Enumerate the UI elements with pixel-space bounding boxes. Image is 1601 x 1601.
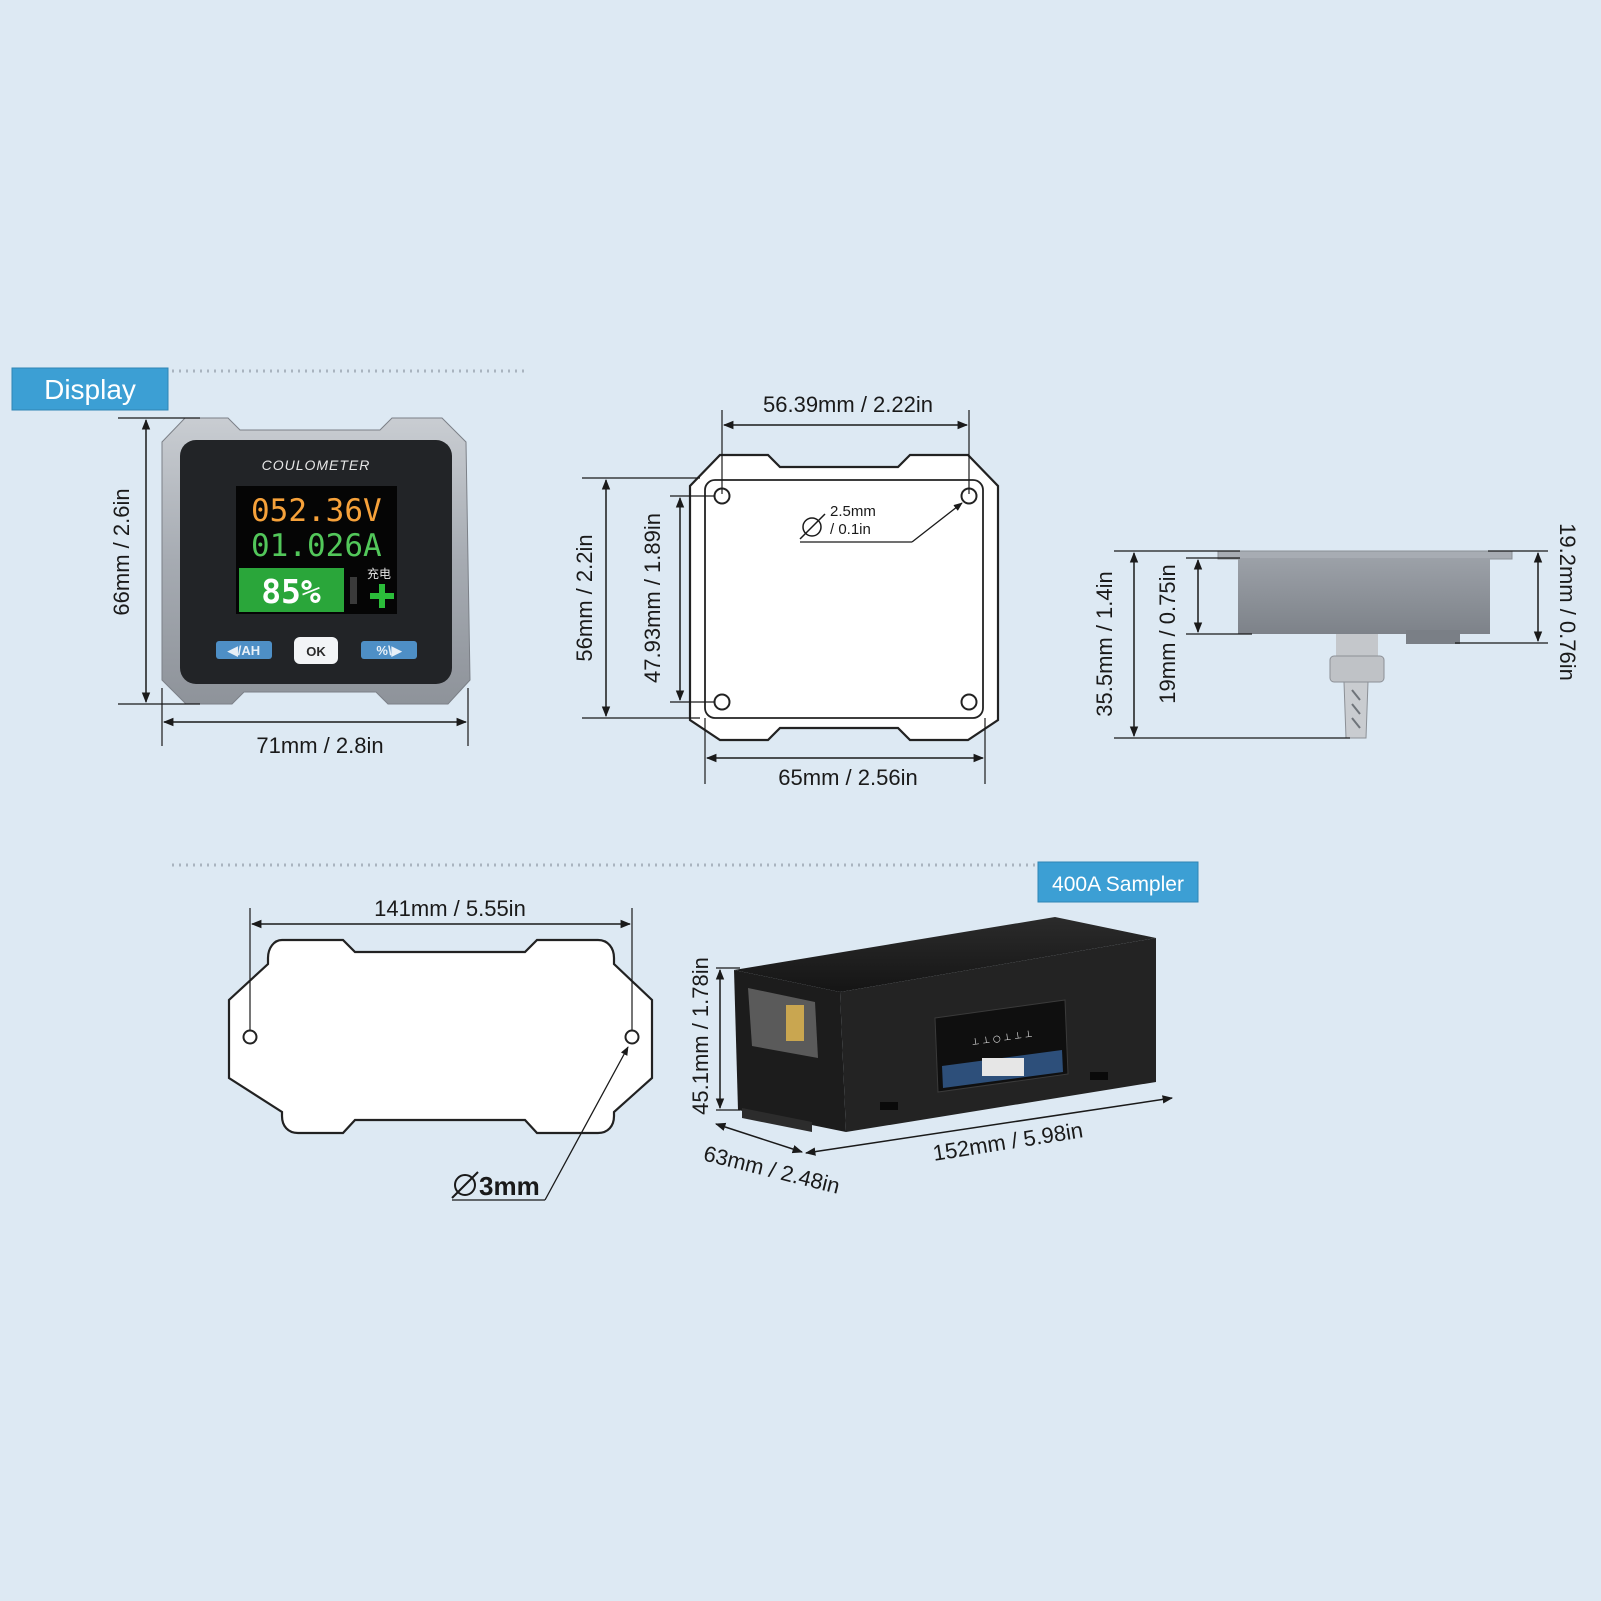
left-ah-button-label: ◀/AH (227, 643, 260, 658)
left-ah-button[interactable] (216, 641, 272, 659)
back-inner-height-label: 47.93mm / 1.89in (640, 513, 665, 683)
side-body-dimension: 19mm / 0.75in (1155, 557, 1252, 704)
sampler-width-dimension: 141mm / 5.55in (249, 896, 633, 1030)
voltage-readout: 052.36V (251, 493, 382, 529)
sampler-hole-callout: 3mm (451, 1046, 629, 1201)
side-total-label: 35.5mm / 1.4in (1092, 571, 1117, 717)
front-height-label: 66mm / 2.6in (109, 488, 134, 615)
current-readout: 01.026A (251, 528, 382, 564)
display-tag-text: Display (44, 374, 136, 405)
display-back-view: 2.5mm / 0.1in (688, 453, 1000, 742)
side-body-label: 19mm / 0.75in (1155, 564, 1180, 703)
sampler-outline-view (227, 938, 654, 1135)
ok-button[interactable] (294, 637, 338, 664)
back-outer-height-dimension: 56mm / 2.2in (572, 477, 700, 719)
side-total-dimension: 35.5mm / 1.4in (1092, 550, 1350, 739)
percent-right-button[interactable] (361, 641, 417, 659)
side-depth-label: 19.2mm / 0.76in (1555, 523, 1580, 681)
sampler-hole-label: 3mm (479, 1171, 540, 1201)
side-body (1238, 558, 1490, 634)
sampler-length-label: 152mm / 5.98in (931, 1117, 1085, 1165)
sampler-outline (227, 938, 654, 1135)
display-side-view (1217, 550, 1513, 739)
hole-diameter-callout: 2.5mm / 0.1in (799, 502, 963, 543)
side-connector-block (1406, 630, 1460, 644)
display-section-tag: Display (11, 367, 169, 411)
display-front-view: COULOMETER 052.36V 01.026A 85% 充电 ◀/AH O… (161, 417, 471, 705)
back-top-label: 56.39mm / 2.22in (763, 392, 933, 417)
mount-hole-bottom-left (713, 693, 731, 711)
sampler-hole-left (242, 1029, 258, 1045)
diameter-icon (454, 1174, 476, 1196)
back-outline (688, 453, 1000, 742)
side-flange (1217, 550, 1513, 560)
battery-terminal (350, 577, 357, 604)
sampler-box: ⊥ ⊥ ○ ⊥ ⊥ ⊥ (734, 917, 1156, 1132)
hole-diameter-in: / 0.1in (830, 521, 871, 538)
box-vent-2 (1090, 1072, 1108, 1080)
plus-icon (370, 584, 394, 608)
back-top-dimension: 56.39mm / 2.22in (721, 392, 970, 494)
charge-label: 充电 (367, 566, 391, 581)
battery-bar (239, 568, 344, 612)
box-top-face (734, 917, 1156, 992)
sampler-hole-right (624, 1029, 640, 1045)
sampler-tag-text: 400A Sampler (1052, 873, 1184, 896)
box-brass-terminal (786, 1005, 804, 1041)
sampler-height-dimension: 45.1mm / 1.78in (688, 957, 740, 1115)
back-bottom-dimension: 65mm / 2.56in (704, 718, 986, 790)
sampler-width-label: 141mm / 5.55in (374, 896, 526, 921)
hole-diameter-mm: 2.5mm (830, 503, 876, 520)
mount-hole-bottom-right (960, 693, 978, 711)
sampler-depth-label: 63mm / 2.48in (701, 1141, 842, 1199)
back-inner-outline (704, 479, 984, 719)
ok-button-label: OK (306, 644, 326, 659)
back-outer-height-label: 56mm / 2.2in (572, 534, 597, 661)
side-depth-dimension: 19.2mm / 0.76in (1455, 523, 1580, 681)
front-width-dimension: 71mm / 2.8in (161, 688, 469, 758)
front-width-label: 71mm / 2.8in (256, 733, 383, 758)
box-connector (982, 1058, 1024, 1076)
back-inner-height-dimension: 47.93mm / 1.89in (640, 495, 714, 703)
sampler-section-tag: 400A Sampler (1037, 861, 1199, 903)
sampler-depth-dimension: 63mm / 2.48in (701, 1122, 842, 1199)
sampler-height-label: 45.1mm / 1.78in (688, 957, 713, 1115)
side-terminal-base (1336, 634, 1378, 656)
percent-right-button-label: %\▶ (376, 643, 402, 658)
side-terminal-nut (1329, 655, 1385, 683)
box-vent-1 (880, 1102, 898, 1110)
display-brand-text: COULOMETER (262, 457, 371, 473)
battery-percent: 85% (261, 572, 321, 611)
back-bottom-label: 65mm / 2.56in (778, 765, 917, 790)
front-height-dimension: 66mm / 2.6in (109, 417, 200, 705)
